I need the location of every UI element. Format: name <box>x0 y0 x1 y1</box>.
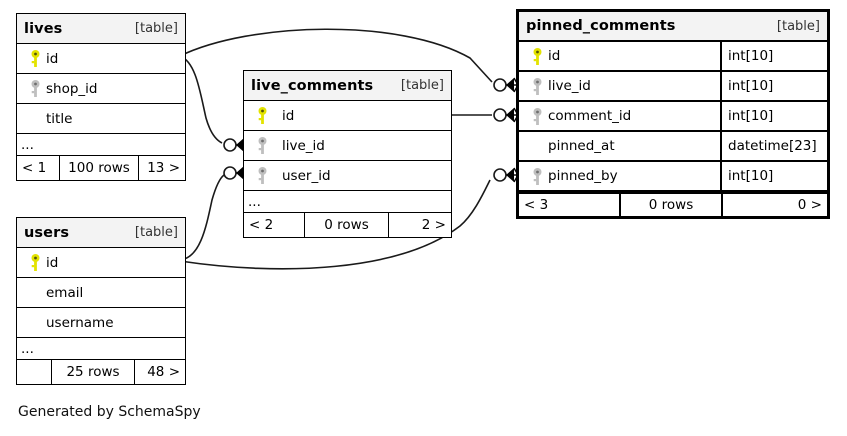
table-header-pinned-comments: pinned_comments [table] <box>519 12 827 42</box>
foreign-key-icon <box>251 167 273 184</box>
footer-row-count: 25 rows <box>51 360 135 384</box>
table-live-comments[interactable]: live_comments [table] id <box>243 70 452 238</box>
column-name-cell: id <box>17 248 185 277</box>
footer-row-count: 100 rows <box>59 156 139 180</box>
table-title-pinned-comments: pinned_comments <box>526 18 676 34</box>
table-tag-users: [table] <box>134 225 178 240</box>
table-tag-lives: [table] <box>134 21 178 36</box>
column-label: id <box>548 48 561 64</box>
column-name-cell: user_id <box>244 161 451 190</box>
column-name-cell: pinned_at <box>519 132 720 160</box>
column-name-cell: live_id <box>519 72 720 100</box>
column-label: user_id <box>282 167 331 184</box>
footer-prev-link[interactable]: < 1 <box>22 160 47 176</box>
primary-key-icon <box>251 107 273 124</box>
column-label: live_id <box>282 137 325 154</box>
column-name-cell: username <box>17 308 185 337</box>
table-footer-lives: < 1 100 rows 13 > <box>17 156 185 180</box>
column-name-cell: title <box>17 104 185 133</box>
column-row-lives-shop-id[interactable]: shop_id <box>17 74 185 104</box>
footer-next-link[interactable]: 48 > <box>147 364 180 380</box>
column-label: id <box>46 50 59 67</box>
column-type: datetime[23] <box>720 132 827 160</box>
foreign-key-icon <box>251 137 273 154</box>
table-footer-live-comments: < 2 0 rows 2 > <box>244 213 451 237</box>
table-footer-users: 25 rows 48 > <box>17 360 185 384</box>
column-name-cell: live_id <box>244 131 451 160</box>
foreign-key-icon <box>526 107 548 125</box>
more-columns-indicator: ... <box>17 338 185 360</box>
column-row-users-email[interactable]: email <box>17 278 185 308</box>
footer-next-link[interactable]: 2 > <box>421 217 446 233</box>
footer-prev-link[interactable]: < 2 <box>249 217 274 233</box>
column-label: id <box>282 107 295 124</box>
column-row-lives-title[interactable]: title <box>17 104 185 134</box>
footer-row-count: 0 rows <box>619 194 723 216</box>
footer-prev-link[interactable]: < 3 <box>524 197 549 213</box>
more-columns-indicator: ... <box>244 191 451 213</box>
foreign-key-icon <box>526 77 548 95</box>
more-columns-indicator: ... <box>17 134 185 156</box>
column-label: username <box>46 314 114 331</box>
column-name-cell: shop_id <box>17 74 185 103</box>
table-title-live-comments: live_comments <box>251 77 374 94</box>
table-title-users: users <box>24 224 70 241</box>
column-row-lives-id[interactable]: id <box>17 44 185 74</box>
table-lives[interactable]: lives [table] id <box>16 13 186 181</box>
table-pinned-comments[interactable]: pinned_comments [table] id int[10] <box>516 9 830 219</box>
column-row-users-username[interactable]: username <box>17 308 185 338</box>
edge-users-to-live-comments-user-id <box>179 165 249 261</box>
column-label: pinned_by <box>548 168 618 184</box>
table-tag-pinned-comments: [table] <box>776 18 820 34</box>
footer-row-count: 0 rows <box>304 213 389 237</box>
column-row-pinned-comments-comment-id[interactable]: comment_id int[10] <box>519 102 827 132</box>
column-row-pinned-comments-id[interactable]: id int[10] <box>519 42 827 72</box>
table-header-live-comments: live_comments [table] <box>244 71 451 101</box>
table-header-lives: lives [table] <box>17 14 185 44</box>
column-label: title <box>46 110 73 127</box>
column-name-cell: pinned_by <box>519 162 720 190</box>
column-row-live-comments-user-id[interactable]: user_id <box>244 161 451 191</box>
primary-key-icon <box>24 50 46 67</box>
footer-next-link[interactable]: 0 > <box>797 197 822 213</box>
column-row-pinned-comments-pinned-at[interactable]: pinned_at datetime[23] <box>519 132 827 162</box>
column-name-cell: id <box>17 44 185 73</box>
primary-key-icon <box>526 47 548 65</box>
column-type: int[10] <box>720 162 827 190</box>
column-label: pinned_at <box>548 138 615 154</box>
edge-live-comments-to-pinned-comments-comment-id <box>452 107 519 123</box>
table-users[interactable]: users [table] id email <box>16 217 186 385</box>
foreign-key-icon <box>24 80 46 97</box>
column-name-cell: id <box>244 101 451 130</box>
column-label: live_id <box>548 78 591 94</box>
edge-lives-to-live-comments-live-id <box>179 55 249 153</box>
column-row-pinned-comments-pinned-by[interactable]: pinned_by int[10] <box>519 162 827 192</box>
column-name-cell: email <box>17 278 185 307</box>
column-label: shop_id <box>46 80 98 97</box>
column-label: id <box>46 254 59 271</box>
footer-next-link[interactable]: 13 > <box>147 160 180 176</box>
table-header-users: users [table] <box>17 218 185 248</box>
column-row-pinned-comments-live-id[interactable]: live_id int[10] <box>519 72 827 102</box>
footer-prev-link[interactable] <box>17 360 51 384</box>
column-type: int[10] <box>720 72 827 100</box>
column-type: int[10] <box>720 102 827 130</box>
column-type: int[10] <box>720 42 827 70</box>
column-row-live-comments-live-id[interactable]: live_id <box>244 131 451 161</box>
column-name-cell: comment_id <box>519 102 720 130</box>
table-title-lives: lives <box>24 20 63 37</box>
column-label: comment_id <box>548 108 632 124</box>
table-tag-live-comments: [table] <box>400 78 444 93</box>
table-footer-pinned-comments: < 3 0 rows 0 > <box>519 192 827 216</box>
foreign-key-icon <box>526 167 548 185</box>
column-row-users-id[interactable]: id <box>17 248 185 278</box>
generated-by-caption: Generated by SchemaSpy <box>18 404 201 420</box>
column-label: email <box>46 284 84 301</box>
column-name-cell: id <box>519 42 720 70</box>
primary-key-icon <box>24 254 46 271</box>
column-row-live-comments-id[interactable]: id <box>244 101 451 131</box>
